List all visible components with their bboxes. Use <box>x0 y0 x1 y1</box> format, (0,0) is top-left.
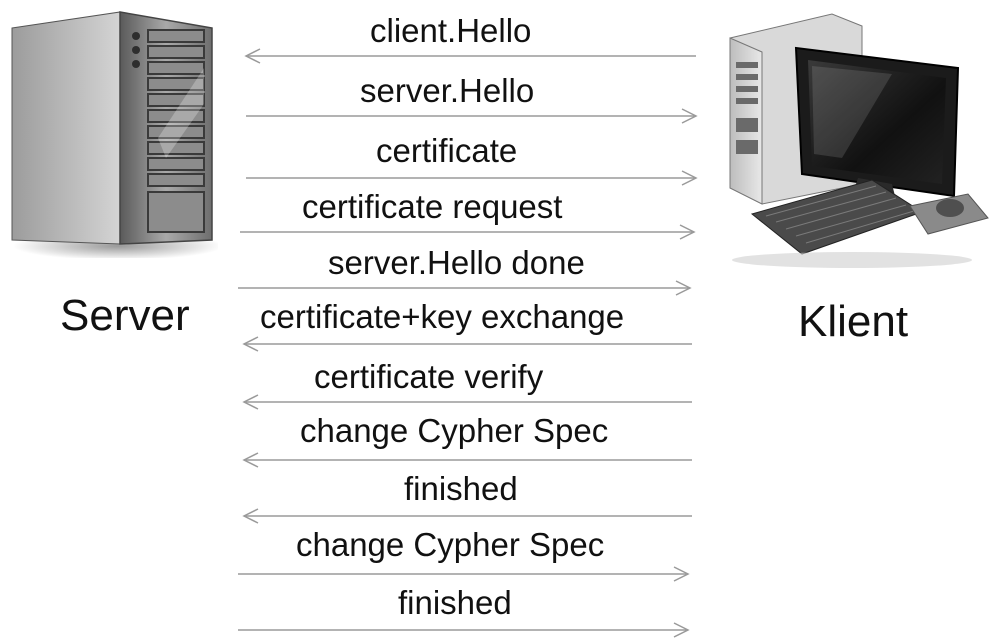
message-label: finished <box>398 584 512 621</box>
message-label: certificate <box>376 132 518 169</box>
arrow-to-client <box>240 224 696 240</box>
message-change-cypher-spec: change Cypher Spec <box>236 528 700 584</box>
arrow-to-server <box>242 394 692 410</box>
arrow-to-client <box>238 280 692 296</box>
arrow-to-server <box>244 48 696 64</box>
message-label: certificate request <box>302 188 563 225</box>
arrow-to-client <box>246 108 698 124</box>
client-label: Klient <box>798 297 909 346</box>
message-client-hello: client.Hello <box>236 14 700 70</box>
server-tower-icon <box>8 8 223 260</box>
message-label: certificate verify <box>314 358 544 395</box>
message-certificate-verify: certificate verify <box>236 360 700 416</box>
message-label: certificate+key exchange <box>260 298 625 335</box>
message-label: client.Hello <box>370 12 532 49</box>
message-certificate-request: certificate request <box>236 190 700 246</box>
message-certificate-key-exchange: certificate+key exchange <box>236 300 700 356</box>
arrow-to-client <box>238 622 690 638</box>
message-label: server.Hello <box>360 72 535 109</box>
arrow-to-server <box>242 336 692 352</box>
message-label: server.Hello done <box>328 244 585 281</box>
message-label: change Cypher Spec <box>296 526 605 563</box>
message-server-hello-done: server.Hello done <box>236 246 700 302</box>
server-label: Server <box>60 291 190 340</box>
arrow-to-client <box>246 170 698 186</box>
arrow-to-server <box>242 452 692 468</box>
message-label: change Cypher Spec <box>300 412 609 449</box>
message-change-cypher-spec: change Cypher Spec <box>236 414 700 470</box>
arrow-to-server <box>242 508 692 524</box>
message-finished: finished <box>236 472 700 528</box>
arrow-to-client <box>238 566 690 582</box>
message-label: finished <box>404 470 518 507</box>
message-finished: finished <box>236 586 700 640</box>
desktop-computer-icon <box>722 8 990 272</box>
message-certificate: certificate <box>236 134 700 190</box>
message-server-hello: server.Hello <box>236 74 700 130</box>
